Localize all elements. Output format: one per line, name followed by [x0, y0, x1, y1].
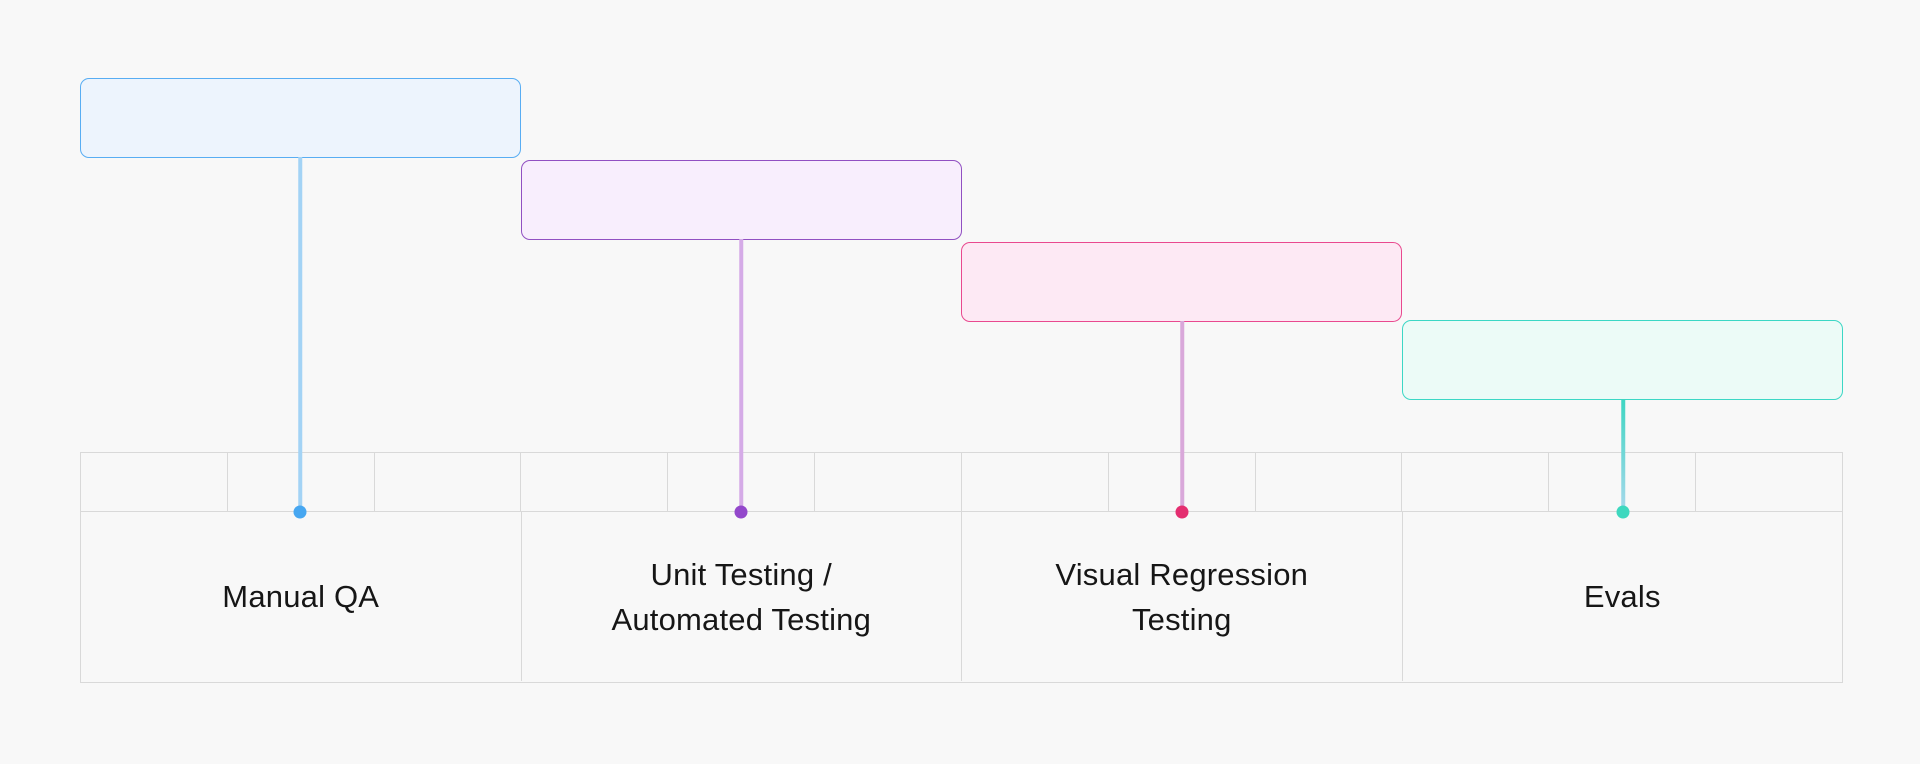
- timeline-label-row: Manual QA Unit Testing / Automated Testi…: [81, 512, 1842, 681]
- tick-cell: [815, 453, 962, 511]
- tick-cell: [1109, 453, 1256, 511]
- timeline-tick-row: [81, 453, 1842, 512]
- stage-label-visual-regression-testing: Visual Regression Testing: [962, 512, 1403, 681]
- stage-box-evals: [1402, 320, 1843, 400]
- milestone-dot-manual-qa: [293, 505, 307, 519]
- tick-cell: [375, 453, 522, 511]
- milestone-dot-unit-automated-testing: [734, 505, 748, 519]
- tick-cell: [668, 453, 816, 511]
- connector-line-manual-qa: [298, 157, 302, 512]
- stage-label-manual-qa: Manual QA: [81, 512, 522, 681]
- stage-label-evals: Evals: [1583, 579, 1661, 614]
- milestone-dot-evals: [1616, 505, 1630, 519]
- tick-cell: [81, 453, 228, 511]
- tick-cell: [228, 453, 375, 511]
- connector-line-visual-regression-testing: [1180, 321, 1184, 512]
- tick-cell: [1402, 453, 1550, 511]
- connector-line-evals: [1621, 399, 1625, 512]
- tick-cell: [1549, 453, 1697, 511]
- stage-label-unit-automated-testing: Unit Testing / Automated Testing: [522, 512, 962, 681]
- tick-cell: [521, 453, 669, 511]
- stage-box-manual-qa: [80, 78, 521, 158]
- stage-box-visual-regression-testing: [961, 242, 1402, 322]
- milestone-dot-visual-regression-testing: [1175, 505, 1189, 519]
- tick-cell: [1256, 453, 1403, 511]
- timeline-table: Manual QA Unit Testing / Automated Testi…: [80, 452, 1843, 683]
- connector-line-unit-automated-testing: [739, 239, 743, 512]
- tick-cell: [962, 453, 1109, 511]
